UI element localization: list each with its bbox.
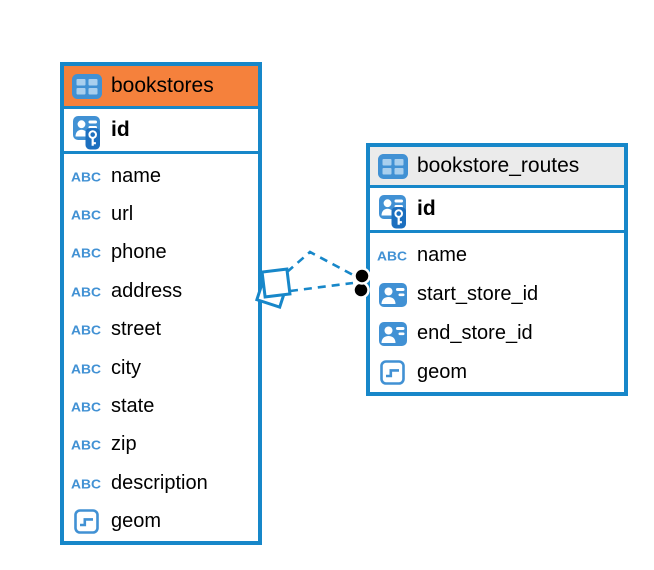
column-name: geom [417,361,468,383]
column-row[interactable]: start_store_id [370,275,624,314]
text-abc-icon: ABC [71,321,102,338]
text-abc-icon: ABC [71,360,102,377]
column-name: city [111,356,141,379]
table-icon [71,73,102,99]
column-name: start_store_id [417,283,539,305]
table-title: bookstores [111,74,214,97]
svg-text:ABC: ABC [71,476,102,491]
table-header-bookstore-routes[interactable]: bookstore_routes [370,147,624,188]
column-row[interactable]: ABC url [64,195,258,234]
column-row[interactable]: ABC phone [64,233,258,273]
text-abc-icon: ABC [71,244,102,261]
column-row[interactable]: ABC name [370,236,624,275]
text-abc-icon: ABC [71,206,102,223]
svg-text:ABC: ABC [71,400,102,415]
table-icon [377,153,408,179]
column-row[interactable]: ABC name [64,157,258,196]
reference-person-icon [377,321,408,346]
column-name: name [417,244,468,266]
primary-key-row[interactable]: id [370,188,624,233]
column-row[interactable]: ABC description [64,464,258,503]
column-row[interactable]: ABC street [64,310,258,349]
column-row[interactable]: ABC zip [64,425,258,465]
column-name: name [111,164,162,187]
text-abc-icon: ABC [71,475,102,492]
relationship-line-upper[interactable] [286,250,356,278]
text-abc-icon: ABC [71,283,102,300]
column-row[interactable]: geom [64,502,258,541]
column-name: zip [111,433,137,456]
text-abc-icon: ABC [377,247,408,264]
geometry-icon [377,360,408,385]
geometry-icon [71,509,102,535]
svg-text:ABC: ABC [71,246,102,261]
column-name: description [111,471,208,494]
column-row[interactable]: end_store_id [370,314,624,353]
text-abc-icon: ABC [71,168,102,185]
column-name: street [111,318,162,341]
svg-text:ABC: ABC [71,323,102,338]
table-title: bookstore_routes [417,154,580,177]
svg-text:ABC: ABC [71,438,102,453]
primary-key-icon [71,116,102,150]
svg-text:ABC: ABC [71,284,102,299]
column-row[interactable]: ABC address [64,272,258,311]
primary-key-row[interactable]: id [64,109,258,154]
column-name: phone [111,241,167,264]
relationship-line-lower[interactable] [289,281,354,293]
column-name: geom [111,510,162,533]
primary-key-icon [377,195,408,229]
text-abc-icon: ABC [71,436,102,453]
svg-text:ABC: ABC [377,249,408,264]
svg-text:ABC: ABC [71,169,102,184]
column-name: url [111,203,134,226]
primary-key-name: id [111,118,130,141]
column-row[interactable]: ABC state [64,387,258,426]
svg-text:ABC: ABC [71,208,102,223]
column-row[interactable]: ABC city [64,348,258,388]
svg-text:ABC: ABC [71,361,102,376]
column-name: state [111,395,155,418]
column-name: end_store_id [417,322,533,344]
table-header-bookstores[interactable]: bookstores [64,66,258,109]
column-row[interactable]: geom [370,353,624,392]
table-bookstore-routes[interactable]: bookstore_routes id ABC name start_store_i… [366,143,628,396]
text-abc-icon: ABC [71,398,102,415]
reference-person-icon [377,282,408,307]
column-name: address [111,279,183,302]
primary-key-name: id [417,197,436,220]
